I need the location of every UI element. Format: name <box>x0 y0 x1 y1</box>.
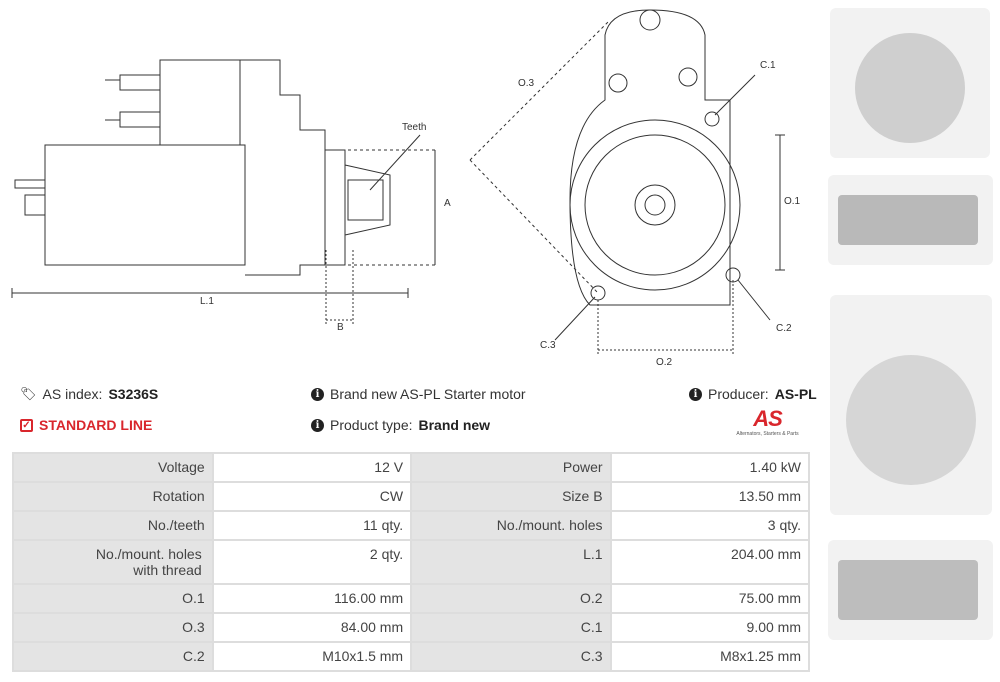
spec-key: Power <box>410 452 612 483</box>
standard-line-badge: ✓ STANDARD LINE <box>20 417 152 433</box>
info-icon: i <box>311 418 324 432</box>
standard-line-label: STANDARD LINE <box>39 417 153 433</box>
spec-key: O.3 <box>12 612 214 643</box>
spec-value: 75.00 mm <box>609 583 811 614</box>
spec-key: Voltage <box>12 452 214 483</box>
product-photo-side[interactable] <box>828 175 993 265</box>
dim-o1-label: O.1 <box>784 196 801 207</box>
description-text: Brand new AS-PL Starter motor <box>330 386 526 402</box>
spec-value: M10x1.5 mm <box>211 641 413 672</box>
dim-o3-label: O.3 <box>518 78 535 89</box>
as-index: 🏷 AS index: S3236S <box>20 386 158 402</box>
as-pl-logo: AS Alternators, Starters & Parts <box>720 406 815 438</box>
tag-icon: 🏷 <box>20 386 37 401</box>
dim-b-label: B <box>337 322 344 333</box>
logo-tagline: Alternators, Starters & Parts <box>736 431 799 437</box>
spec-key: No./mount. holes with thread <box>12 539 214 585</box>
spec-value: 11 qty. <box>211 510 413 541</box>
product-photo-side-2[interactable] <box>828 540 993 640</box>
product-photo-front[interactable] <box>830 8 990 158</box>
spec-value: 1.40 kW <box>609 452 811 483</box>
spec-value: 2 qty. <box>211 539 413 585</box>
spec-value: 84.00 mm <box>211 612 413 643</box>
description: i Brand new AS-PL Starter motor <box>311 386 526 402</box>
spec-key: No./teeth <box>12 510 214 541</box>
spec-value: 116.00 mm <box>211 583 413 614</box>
teeth-label: Teeth <box>402 122 427 133</box>
spec-value: 3 qty. <box>609 510 811 541</box>
logo-mark: AS <box>753 406 783 431</box>
as-index-label: AS index: <box>42 386 103 402</box>
spec-value: CW <box>211 481 413 512</box>
spec-key: Size B <box>410 481 612 512</box>
product-type-label: Product type: <box>330 417 413 433</box>
product-photo-rear[interactable] <box>830 295 992 515</box>
spec-key: No./mount. holes <box>410 510 612 541</box>
info-icon: i <box>311 387 324 401</box>
producer-value: AS-PL <box>774 386 817 402</box>
spec-key: O.1 <box>12 583 214 614</box>
product-type-value: Brand new <box>418 417 491 433</box>
producer: i Producer: AS-PL <box>689 386 817 402</box>
checkbox-icon: ✓ <box>20 418 33 432</box>
spec-value: 12 V <box>211 452 413 483</box>
spec-key: L.1 <box>410 539 612 585</box>
spec-key: C.3 <box>410 641 612 672</box>
spec-value: 204.00 mm <box>609 539 811 585</box>
dim-c1-label: C.1 <box>760 60 776 71</box>
info-icon: i <box>689 387 702 401</box>
spec-value: M8x1.25 mm <box>609 641 811 672</box>
producer-label: Producer: <box>708 386 769 402</box>
dim-o2-label: O.2 <box>656 357 673 368</box>
side-view-drawing <box>11 59 436 325</box>
spec-key: C.1 <box>410 612 612 643</box>
dim-a-label: A <box>444 198 451 209</box>
dim-c3-label: C.3 <box>540 340 556 351</box>
spec-value: 13.50 mm <box>609 481 811 512</box>
spec-value: 9.00 mm <box>609 612 811 643</box>
dim-c2-label: C.2 <box>776 323 792 334</box>
spec-key: O.2 <box>410 583 612 614</box>
as-index-value: S3236S <box>108 386 159 402</box>
dim-l1-label: L.1 <box>200 296 214 307</box>
spec-key: C.2 <box>12 641 214 672</box>
front-view-drawing <box>469 9 785 355</box>
spec-key: Rotation <box>12 481 214 512</box>
product-type: i Product type: Brand new <box>311 417 490 433</box>
